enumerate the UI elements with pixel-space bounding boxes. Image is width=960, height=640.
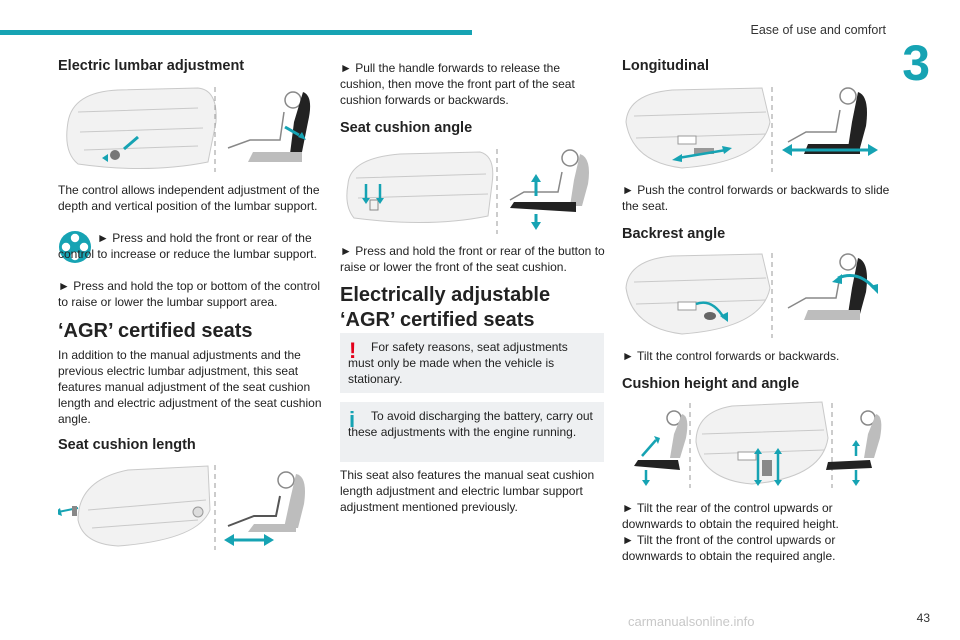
- cushion-angle-step: ► Press and hold the front or rear of th…: [340, 244, 605, 274]
- cushion-height-step-1: ► Tilt the rear of the control upwards o…: [622, 501, 839, 531]
- heading-backrest-angle: Backrest angle: [622, 226, 726, 242]
- heading-cushion-height: Cushion height and angle: [622, 376, 800, 392]
- safety-warning-note: ! For safety reasons, seat adjustments m…: [340, 333, 604, 393]
- chapter-title: Ease of use and comfort: [750, 23, 887, 37]
- longitudinal-step: ► Push the control forwards or backwards…: [622, 183, 890, 213]
- closing-paragraph: This seat also features the manual seat …: [340, 468, 595, 514]
- backrest-angle-illustration: [622, 248, 887, 340]
- warning-text: For safety reasons, seat adjustments mus…: [348, 340, 568, 386]
- lumbar-seat-illustration: [58, 82, 323, 174]
- pull-handle-step: ► Pull the handle forwards to release th…: [340, 61, 575, 107]
- heading-cushion-length: Seat cushion length: [58, 437, 196, 453]
- cushion-height-illustration: [622, 398, 887, 490]
- lumbar-step-2: ► Press and hold the top or bottom of th…: [58, 279, 321, 309]
- four-way-control-icon: [58, 230, 92, 264]
- backrest-step: ► Tilt the control forwards or backwards…: [622, 349, 840, 363]
- heading-electric-agr: Electrically adjustable ‘AGR’ certified …: [340, 284, 551, 331]
- battery-info-note: i To avoid discharging the battery, carr…: [340, 402, 604, 462]
- chapter-number: 3: [902, 35, 930, 91]
- lumbar-description: The control allows independent adjustmen…: [58, 183, 320, 213]
- agr-description: In addition to the manual adjustments an…: [58, 348, 322, 426]
- warning-icon: !: [349, 338, 357, 363]
- heading-longitudinal: Longitudinal: [622, 58, 709, 74]
- longitudinal-illustration: [622, 82, 887, 174]
- header-accent-bar: [0, 30, 472, 35]
- page-number: 43: [916, 611, 930, 625]
- info-icon: i: [349, 407, 356, 432]
- heading-agr-seats: ‘AGR’ certified seats: [58, 320, 253, 342]
- info-text: To avoid discharging the battery, carry …: [348, 409, 593, 439]
- watermark-text: carmanualsonline.info: [628, 614, 755, 629]
- lumbar-step-1: ► Press and hold the front or rear of th…: [58, 231, 317, 261]
- cushion-height-step-2: ► Tilt the front of the control upwards …: [622, 533, 836, 563]
- heading-electric-lumbar: Electric lumbar adjustment: [58, 58, 245, 74]
- heading-cushion-angle: Seat cushion angle: [340, 120, 473, 136]
- cushion-angle-illustration: [340, 144, 605, 236]
- cushion-length-illustration: [58, 460, 323, 552]
